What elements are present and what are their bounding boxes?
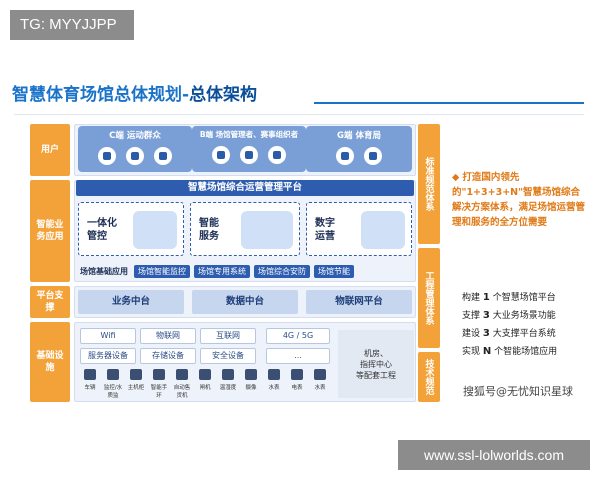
middle-platform-iot: 物联网平台	[306, 290, 412, 314]
terminal-b: B端 场馆管理者、赛事组织者	[192, 126, 306, 172]
side-list: 构建 1 个智慧场馆平台 支撑 3 大业务场景功能 建设 3 大支撑平台系统 实…	[462, 289, 590, 361]
hardware-row: 服务器设备 存储设备 安全设备 ...	[76, 348, 334, 364]
slide-title-bold: 总体架构	[189, 85, 258, 105]
band-icon	[153, 369, 165, 380]
cloud-icon	[133, 211, 177, 249]
camera-icon	[107, 369, 119, 380]
side-list-item: 支撑 3 大业务场景功能	[462, 310, 556, 321]
infra-chip: 4G / 5G	[266, 328, 330, 344]
row-label-user: 用户	[30, 124, 70, 176]
terminal-g: G端 体育局	[306, 126, 412, 172]
app-icon	[126, 147, 144, 165]
business-integrated-control: 一体化 管控	[78, 202, 184, 256]
app-tag: 场馆智能监控	[134, 264, 190, 278]
device: 电表	[287, 368, 307, 398]
business-label: 一体化 管控	[87, 218, 117, 242]
machine-room: 机房、 指挥中心 等配套工程	[338, 330, 414, 398]
computer-icon	[212, 146, 230, 164]
title-divider	[14, 114, 584, 115]
platform-bar: 智慧场馆综合运营管理平台	[76, 180, 414, 196]
title-underline	[314, 102, 584, 104]
device: 监控/水质监	[103, 368, 123, 399]
meter-icon	[314, 369, 326, 380]
row-label-smart-business: 智能业务应用	[30, 180, 70, 282]
middle-platform-data: 数据中台	[192, 290, 298, 314]
device: 水表	[264, 368, 284, 398]
wechat-icon	[154, 147, 172, 165]
basic-apps-row: 场馆基础应用 场馆智能监控 场馆专用系统 场馆综合安防 场馆节能	[76, 262, 414, 280]
infra-chip: 服务器设备	[80, 348, 136, 364]
device: 主机柜	[126, 368, 146, 398]
business-label: 数字 运营	[315, 218, 335, 242]
network-row: Wifi 物联网 互联网 4G / 5G	[76, 328, 334, 344]
infra-chip: 存储设备	[140, 348, 196, 364]
device: 闸机	[195, 368, 215, 398]
infra-chip: 安全设备	[200, 348, 256, 364]
terminal-g-label: G端 体育局	[337, 131, 381, 141]
server-icon	[130, 369, 142, 380]
device: 水表	[310, 368, 330, 398]
business-label: 智能 服务	[199, 218, 219, 242]
gate-icon	[199, 369, 211, 380]
tiktok-icon	[98, 147, 116, 165]
phone-icon	[361, 211, 405, 249]
basic-apps-label: 场馆基础应用	[80, 266, 128, 276]
thermometer-icon	[222, 369, 234, 380]
wechat-icon	[364, 147, 382, 165]
vending-icon	[176, 369, 188, 380]
url-watermark: www.ssl-lolworlds.com	[398, 440, 590, 470]
infra-chip: ...	[266, 348, 330, 364]
device: 自动售货机	[172, 368, 192, 399]
slide-title: 智慧体育场馆总体规划-总体架构	[12, 80, 257, 105]
side-list-item: 构建 1 个智慧场馆平台	[462, 292, 556, 303]
device: 温湿度	[218, 368, 238, 398]
middle-platform-business: 业务中台	[78, 290, 184, 314]
slide-title-main: 智慧体育场馆总体规划-	[12, 85, 190, 105]
row-label-platform-support: 平台支撑	[30, 286, 70, 318]
device: 智能手环	[149, 368, 169, 399]
camera-icon	[245, 369, 257, 380]
side-description: ◆打造国内领先的"1+3+3+N"智慧场馆综合解决方案体系，满足场馆运营管理和服…	[452, 172, 586, 228]
diamond-icon: ◆	[452, 172, 460, 183]
car-icon	[84, 369, 96, 380]
terminal-b-label: B端 场馆管理者、赛事组织者	[199, 130, 299, 139]
meter-icon	[291, 369, 303, 380]
device-row: 车辆 监控/水质监 主机柜 智能手环 自动售货机 闸机 温湿度 摄像 水表 电表…	[76, 368, 334, 399]
right-col-standards: 标准规范体系	[418, 124, 440, 244]
network-icon	[241, 211, 293, 249]
app-tag: 场馆综合安防	[254, 264, 310, 278]
tag-label: TG: MYYJJPP	[10, 10, 134, 40]
infra-chip: 互联网	[200, 328, 256, 344]
business-smart-service: 智能 服务	[190, 202, 300, 256]
row-label-infrastructure: 基础设施	[30, 322, 70, 402]
app-tag: 场馆专用系统	[194, 264, 250, 278]
infra-chip: 物联网	[140, 328, 196, 344]
device: 车辆	[80, 368, 100, 398]
meter-icon	[268, 369, 280, 380]
terminal-c-label: C端 运动群众	[109, 131, 161, 141]
right-col-operations: 工程管理体系	[418, 248, 440, 348]
right-col-tech: 技术规范	[418, 352, 440, 402]
infra-chip: Wifi	[80, 328, 136, 344]
side-list-item: 建设 3 大支撑平台系统	[462, 328, 556, 339]
architecture-diagram: 用户 智能业务应用 平台支撑 基础设施 C端 运动群众 B端 场馆管理者、赛事组…	[30, 122, 440, 404]
side-list-item: 实现 N 个智能场馆应用	[462, 346, 558, 357]
app-icon	[268, 146, 286, 164]
sohu-watermark: 搜狐号@无忧知识星球	[463, 385, 573, 398]
device: 摄像	[241, 368, 261, 398]
architecture-slide: 智慧体育场馆总体规划-总体架构 用户 智能业务应用 平台支撑 基础设施 C端 运…	[10, 70, 590, 410]
browser-icon	[240, 146, 258, 164]
app-tag: 场馆节能	[314, 264, 354, 278]
terminal-c: C端 运动群众	[78, 126, 192, 172]
business-digital-operation: 数字 运营	[306, 202, 412, 256]
computer-icon	[336, 147, 354, 165]
